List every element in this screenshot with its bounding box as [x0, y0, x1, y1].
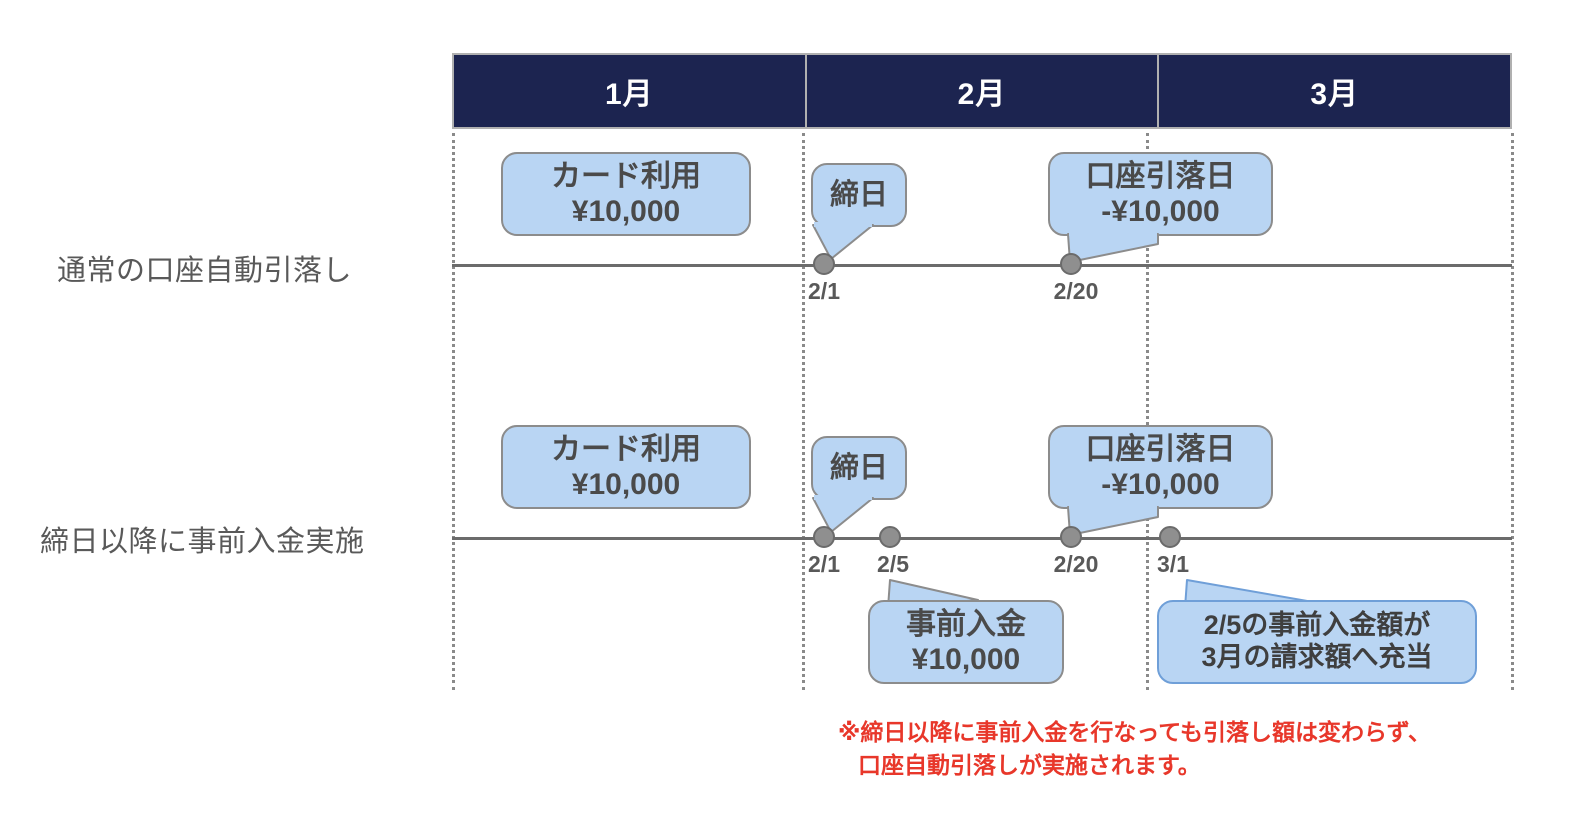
event-dot-row-2-2-20: [1060, 526, 1082, 548]
timeline-axis-row-2: [452, 537, 1512, 540]
timeline-axis-row-1: [452, 264, 1512, 267]
footnote: ※締日以降に事前入金を行なっても引落し額は変わらず、 口座自動引落しが実施されま…: [838, 716, 1431, 781]
bubble-prepay-row-2: 事前入金 ¥10,000: [868, 600, 1064, 684]
bubble-debit-date-row-1-line2: -¥10,000: [1101, 195, 1220, 228]
month-label-february: 2月: [957, 78, 1007, 111]
event-date-row-2-3-1: 3/1: [1157, 551, 1189, 577]
footnote-line-1: ※締日以降に事前入金を行なっても引落し額は変わらず、: [838, 719, 1431, 745]
month-header-cell-3: 3月: [1157, 55, 1510, 127]
event-date-row-1-2-1: 2/1: [808, 278, 840, 304]
event-dot-row-2-2-1: [813, 526, 835, 548]
bubble-carryover-row-2: 2/5の事前入金額が 3月の請求額へ充当: [1157, 600, 1477, 684]
month-header-bar: 1月 2月 3月: [452, 53, 1512, 129]
event-date-row-2-2-20: 2/20: [1053, 551, 1099, 577]
event-dot-row-1-2-20: [1060, 253, 1082, 275]
event-dot-row-1-2-1: [813, 253, 835, 275]
row-label-normal-direct-debit: 通常の口座自動引落し: [57, 255, 353, 287]
note-card-usage-row-1-line1: カード利用: [551, 159, 701, 193]
month-label-march: 3月: [1310, 78, 1360, 111]
row-label-prepay-after-closing: 締日以降に事前入金実施: [40, 526, 365, 558]
month-header-cell-2: 2月: [804, 55, 1158, 127]
bubble-prepay-row-2-line1: 事前入金: [906, 607, 1026, 641]
month-header-cell-1: 1月: [454, 55, 805, 127]
event-date-row-1-2-20: 2/20: [1053, 278, 1099, 304]
event-dot-row-2-2-5: [879, 526, 901, 548]
note-card-usage-row-2-line2: ¥10,000: [571, 468, 681, 501]
note-card-usage-row-1-line2: ¥10,000: [571, 195, 681, 228]
vertical-guide-mar-start: [1146, 133, 1149, 690]
bubble-closing-date-row-1-line1: 締日: [829, 178, 888, 211]
bubble-closing-date-row-2: 締日: [811, 436, 907, 500]
bubble-debit-date-row-2-line1: 口座引落日: [1085, 432, 1236, 466]
bubble-debit-date-row-1-line1: 口座引落日: [1085, 159, 1236, 193]
bubble-debit-date-row-2-line2: -¥10,000: [1101, 468, 1220, 501]
vertical-guide-end: [1511, 133, 1514, 690]
vertical-guide-jan-start: [452, 133, 455, 690]
event-dot-row-2-3-1: [1159, 526, 1181, 548]
event-date-row-2-2-5: 2/5: [877, 551, 909, 577]
note-card-usage-row-2: カード利用 ¥10,000: [501, 425, 751, 509]
bubble-carryover-row-2-line1: 2/5の事前入金額が: [1203, 610, 1431, 641]
bubble-debit-date-row-2: 口座引落日 -¥10,000: [1048, 425, 1273, 509]
bubble-debit-date-row-1: 口座引落日 -¥10,000: [1048, 152, 1273, 236]
vertical-guide-feb-start: [802, 133, 805, 690]
bubble-closing-date-row-2-line1: 締日: [829, 451, 888, 484]
footnote-line-2: 口座自動引落しが実施されます。: [858, 751, 1201, 778]
event-date-row-2-2-1: 2/1: [808, 551, 840, 577]
bubble-closing-date-row-1: 締日: [811, 163, 907, 227]
note-card-usage-row-2-line1: カード利用: [551, 432, 701, 466]
bubble-carryover-row-2-line2: 3月の請求額へ充当: [1201, 642, 1433, 672]
note-card-usage-row-1: カード利用 ¥10,000: [501, 152, 751, 236]
month-label-january: 1月: [604, 78, 654, 111]
bubble-prepay-row-2-line2: ¥10,000: [911, 643, 1021, 676]
